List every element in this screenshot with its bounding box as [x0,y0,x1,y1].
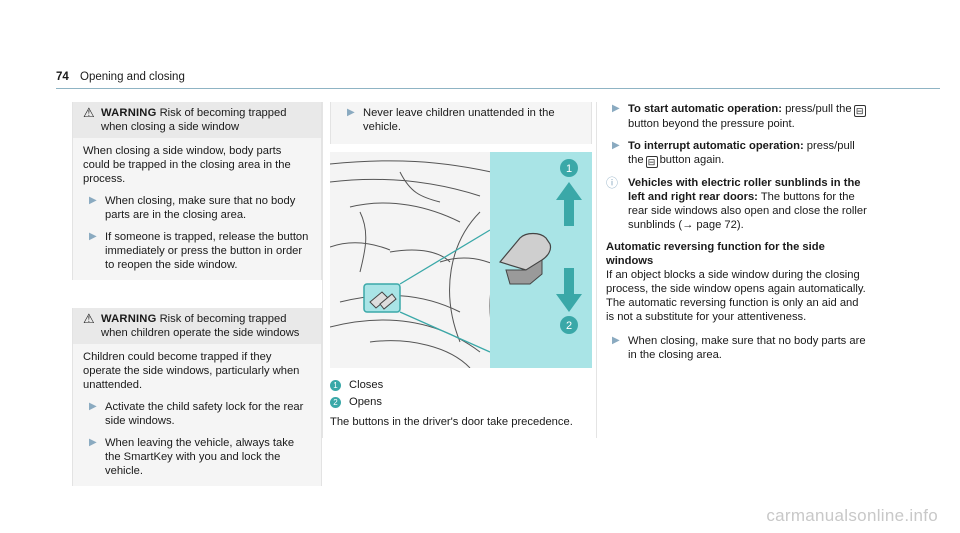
section-heading: Automatic reversing function for the sid… [606,241,825,267]
warning-title: Risk of becoming trapped when children o… [101,313,300,339]
info-note: ⓘ Vehicles with electric roller sunblind… [606,176,867,231]
warning-triangle-icon: ⚠ [83,311,95,326]
watermark: carmanualsonline.info [766,506,938,525]
warning-text: When closing a side window, body parts c… [83,145,291,185]
page-header: 74 Opening and closing [56,70,185,84]
column-left: ⚠ WARNING Risk of becoming trapped when … [72,102,322,486]
triangle-right-icon: ▶ [89,231,97,242]
window-button-icon: ⊟ [645,156,658,168]
page-number: 74 [56,71,69,83]
triangle-right-icon: ▶ [612,140,620,151]
section-paragraph: If an object blocks a side window during… [606,269,866,323]
number-badge: 1 [330,380,341,391]
warning-box: ⚠ WARNING Risk of becoming trapped when … [72,102,322,280]
info-icon: ⓘ [606,176,619,190]
triangle-right-icon: ▶ [612,103,620,114]
step-item: ▶ To interrupt automatic operation: pres… [606,139,868,168]
warning-text: Children could become trapped if they op… [83,351,300,391]
warning-label: WARNING [101,107,157,119]
triangle-right-icon: ▶ [612,335,620,346]
door-panel-drawing: 1 2 [330,152,592,368]
triangle-right-icon: ▶ [89,437,97,448]
triangle-right-icon: ▶ [347,107,355,118]
step-item: ▶If someone is trapped, release the butt… [83,230,311,272]
warning-continuation: ▶Never leave children unattended in the … [330,102,592,144]
warning-title: Risk of becoming trapped when closing a … [101,107,287,133]
window-button-icon: ⊟ [853,105,866,117]
step-item: ▶ When closing, make sure that no body p… [606,334,868,362]
column-right: ▶ To start automatic operation: press/pu… [606,102,868,370]
warning-triangle-icon: ⚠ [83,105,95,120]
triangle-right-icon: ▶ [89,195,97,206]
warning-label: WARNING [101,313,157,325]
precedence-note: The buttons in the driver's door take pr… [330,416,573,428]
header-rule [56,88,940,89]
number-badge: 2 [330,397,341,408]
callout-2: 2 [566,320,572,332]
door-switch-illustration: 1 2 [330,152,592,368]
column-middle: ▶Never leave children unattended in the … [330,102,592,429]
step-item: ▶Never leave children unattended in the … [331,106,581,134]
column-divider [322,102,323,438]
step-item: ▶Activate the child safety lock for the … [83,400,311,428]
step-item: ▶ To start automatic operation: press/pu… [606,102,868,131]
step-item: ▶When closing, make sure that no body pa… [83,194,311,222]
section-title: Opening and closing [80,71,185,83]
column-divider [596,102,597,438]
triangle-right-icon: ▶ [89,401,97,412]
callout-1: 1 [566,163,572,175]
warning-box: ⚠ WARNING Risk of becoming trapped when … [72,308,322,486]
step-item: ▶When leaving the vehicle, always take t… [83,436,311,478]
